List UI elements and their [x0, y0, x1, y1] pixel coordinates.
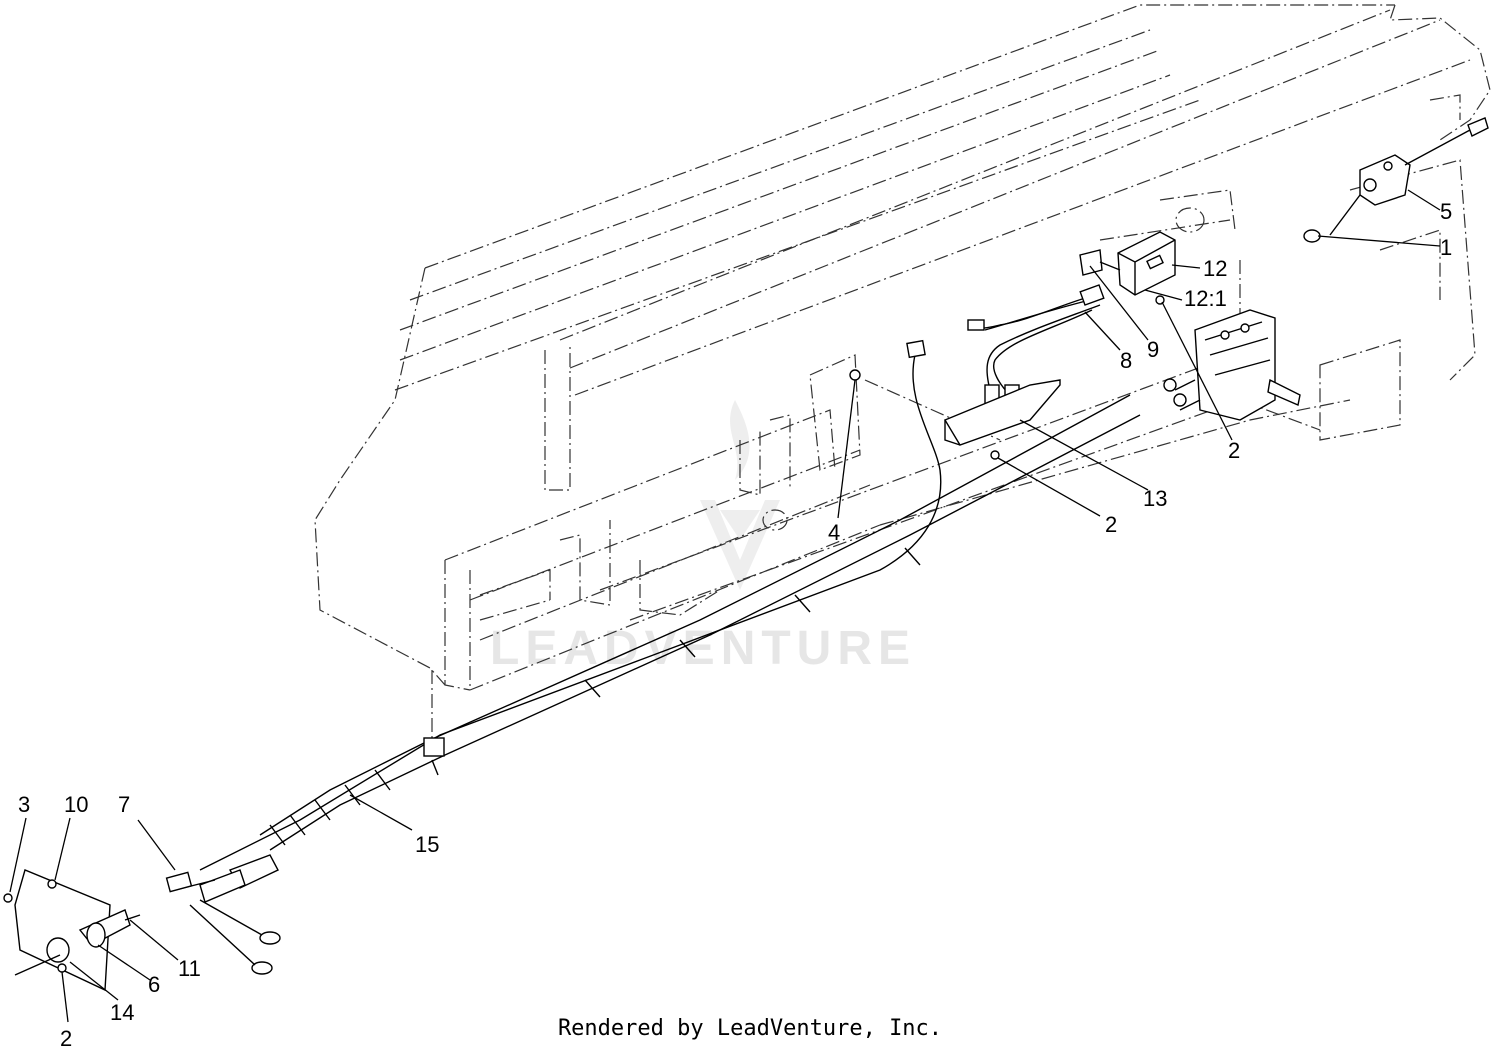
- watermark-text: LEADVENTURE: [490, 622, 916, 675]
- callout-7: 7: [118, 792, 130, 817]
- hose-clamps: [269, 547, 921, 846]
- harness-and-bracket: [849, 284, 1105, 460]
- wire-harness: [199, 339, 942, 871]
- callout-1: 1: [1440, 235, 1452, 260]
- hose-ends: [165, 854, 281, 975]
- callout-13: 13: [1143, 486, 1167, 511]
- callout-leaders: [9, 189, 1441, 1023]
- callout-2: 2: [1228, 438, 1240, 463]
- controller-module: [1079, 231, 1176, 305]
- callout-10: 10: [64, 792, 88, 817]
- callout-labels: 1 2 2 2 3 4 5 6 7 8 9 10 11 12 12:1 13 1…: [18, 199, 1452, 1051]
- callout-2: 2: [1105, 512, 1117, 537]
- switch-assembly: [1303, 117, 1489, 243]
- callout-5: 5: [1440, 199, 1452, 224]
- callout-9: 9: [1147, 337, 1159, 362]
- callout-6: 6: [148, 972, 160, 997]
- footer-credit: Rendered by LeadVenture, Inc.: [557, 1016, 943, 1041]
- leadventure-watermark-logo: [700, 400, 780, 590]
- hydraulic-hoses: [259, 379, 1201, 851]
- callout-12: 12: [1203, 256, 1227, 281]
- callout-8: 8: [1120, 348, 1132, 373]
- callout-4: 4: [828, 520, 840, 545]
- hydraulic-valve-block: [1163, 309, 1301, 421]
- callout-11: 11: [178, 956, 201, 981]
- control-plate: [3, 869, 141, 992]
- callout-14: 14: [110, 1000, 134, 1025]
- callout-2: 2: [60, 1026, 72, 1051]
- callout-3: 3: [18, 792, 30, 817]
- callout-15: 15: [415, 832, 439, 857]
- callout-12-1: 12:1: [1184, 286, 1227, 311]
